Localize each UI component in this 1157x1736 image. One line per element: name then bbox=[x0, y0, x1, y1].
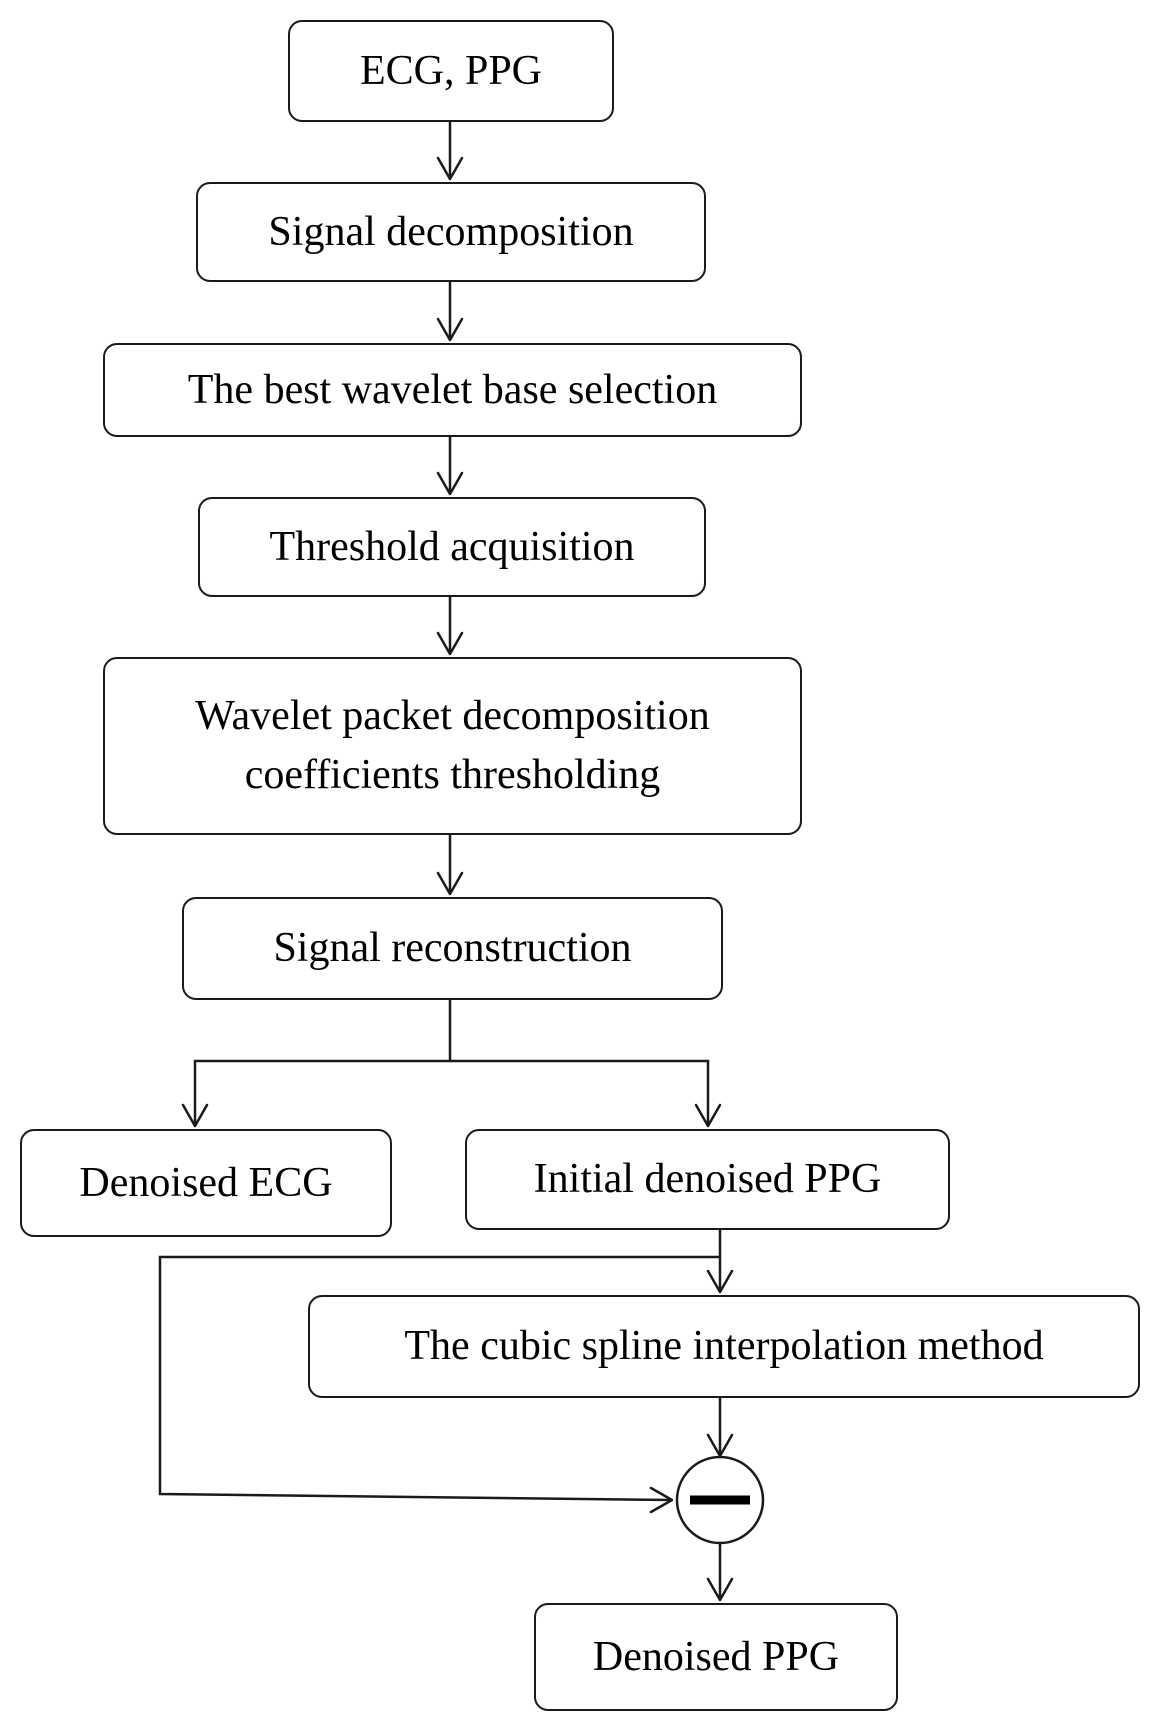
coefficients-thresholding-line1: Wavelet packet decomposition bbox=[195, 693, 710, 740]
arrow-reconstruction-to-initial-ppg bbox=[450, 1059, 710, 1126]
wavelet-base-selection-box: The best wavelet base selection bbox=[103, 343, 802, 437]
cubic-spline-label: The cubic spline interpolation method bbox=[404, 1323, 1044, 1370]
threshold-acquisition-label: Threshold acquisition bbox=[269, 523, 635, 570]
denoised-ppg-label: Denoised PPG bbox=[592, 1633, 840, 1680]
arrow-reconstruction-to-denoised-ecg bbox=[193, 1000, 452, 1126]
coefficients-thresholding-box: Wavelet packet decomposition coefficient… bbox=[103, 657, 802, 835]
cubic-spline-box: The cubic spline interpolation method bbox=[308, 1295, 1140, 1398]
denoised-ppg-box: Denoised PPG bbox=[534, 1603, 898, 1711]
denoised-ecg-label: Denoised ECG bbox=[79, 1159, 333, 1206]
signal-decomposition-box: Signal decomposition bbox=[196, 182, 706, 282]
initial-denoised-ppg-box: Initial denoised PPG bbox=[465, 1129, 950, 1230]
coefficients-thresholding-line2: coefficients thresholding bbox=[244, 752, 661, 798]
threshold-acquisition-box: Threshold acquisition bbox=[198, 497, 706, 597]
wavelet-base-selection-label: The best wavelet base selection bbox=[187, 366, 718, 413]
signal-decomposition-label: Signal decomposition bbox=[268, 208, 634, 255]
input-label: ECG, PPG bbox=[359, 47, 543, 94]
input-box: ECG, PPG bbox=[288, 20, 614, 122]
signal-reconstruction-label: Signal reconstruction bbox=[273, 925, 632, 972]
signal-reconstruction-box: Signal reconstruction bbox=[182, 897, 723, 1000]
denoised-ecg-box: Denoised ECG bbox=[20, 1129, 392, 1237]
initial-denoised-ppg-label: Initial denoised PPG bbox=[533, 1156, 882, 1203]
arrow-initial-ppg-to-subtractor bbox=[158, 1255, 720, 1502]
